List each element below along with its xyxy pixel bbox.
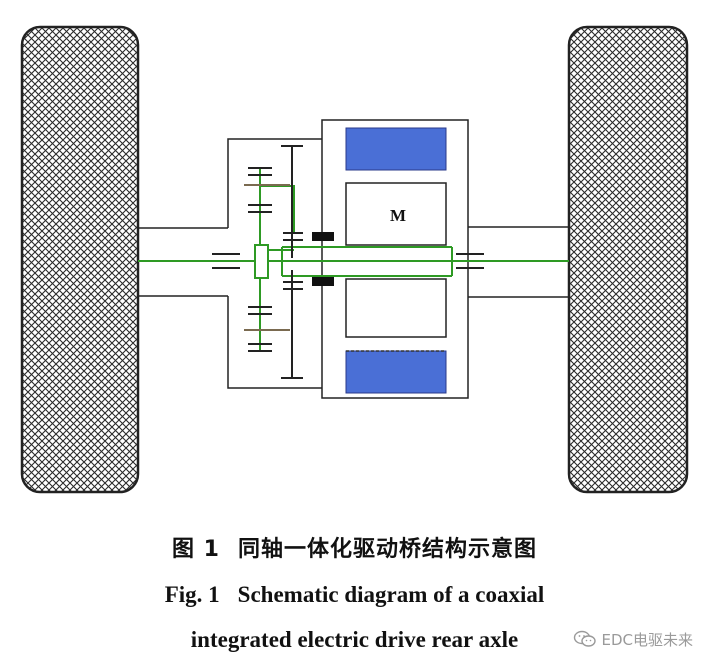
drive-axle-diagram: M (20, 25, 689, 494)
right-shaft-bearing (456, 253, 484, 269)
motor-label: M (390, 206, 406, 225)
bearing-bottom (312, 277, 334, 286)
sun-gear-marks (283, 232, 303, 290)
rotor-top (345, 182, 447, 246)
bearing-top (312, 232, 334, 241)
stator-magnet-bottom (345, 350, 447, 394)
caption-en-title-line1: Schematic diagram of a coaxial (237, 582, 545, 607)
caption-english-line1: Fig. 1 Schematic diagram of a coaxial (0, 582, 709, 608)
gearbox-housing (227, 138, 322, 389)
hollow-rotor-shaft (281, 246, 453, 277)
caption-cn-title: 同轴一体化驱动桥结构示意图 (237, 537, 537, 562)
caption-en-title-line2: integrated electric drive rear axle (190, 627, 519, 652)
right-wheel (567, 25, 689, 494)
left-axle-tube (138, 227, 228, 297)
left-shaft-bearing (212, 253, 240, 269)
caption-english-line2: integrated electric drive rear axle (0, 627, 709, 653)
rotor-bottom (345, 278, 447, 338)
watermark-text: EDC电驱未来 (601, 630, 693, 649)
gear-links (244, 184, 290, 331)
caption-cn-fig-number: 图 1 (172, 537, 220, 562)
stator-magnet-top (345, 127, 447, 171)
left-wheel (20, 25, 140, 494)
right-axle-tube (468, 226, 569, 298)
caption-chinese: 图 1 同轴一体化驱动桥结构示意图 (0, 531, 709, 563)
planet-gears (248, 167, 272, 352)
watermark: EDC电驱未来 (573, 626, 693, 652)
differential (254, 244, 269, 279)
wechat-icon (574, 630, 597, 647)
caption-en-fig-number: Fig. 1 (164, 582, 220, 607)
